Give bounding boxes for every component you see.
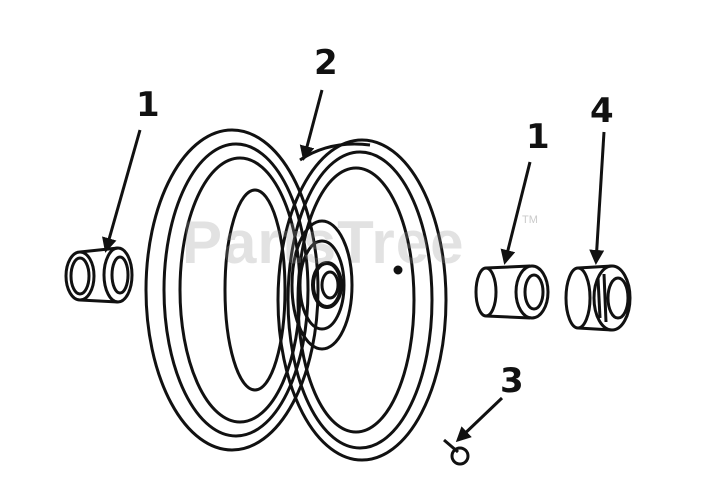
arrow-icon (299, 89, 324, 161)
arrow-icon (500, 161, 532, 265)
callout-4: 4 (590, 91, 614, 131)
pulley-wheel (144, 128, 448, 462)
watermark: PartsTree (182, 209, 465, 276)
arrow-icon (589, 131, 606, 265)
grease-fitting (443, 438, 470, 466)
bearing (564, 264, 632, 332)
bushing-right (474, 264, 550, 320)
arrow-icon (455, 396, 504, 443)
callout-3: 3 (500, 361, 524, 401)
trademark-mark: TM (522, 214, 538, 226)
callout-1-right: 1 (526, 117, 550, 157)
bushing-left (64, 246, 134, 304)
callout-2: 2 (314, 43, 338, 83)
callout-1-left: 1 (136, 85, 160, 125)
arrow-icon (102, 129, 142, 253)
